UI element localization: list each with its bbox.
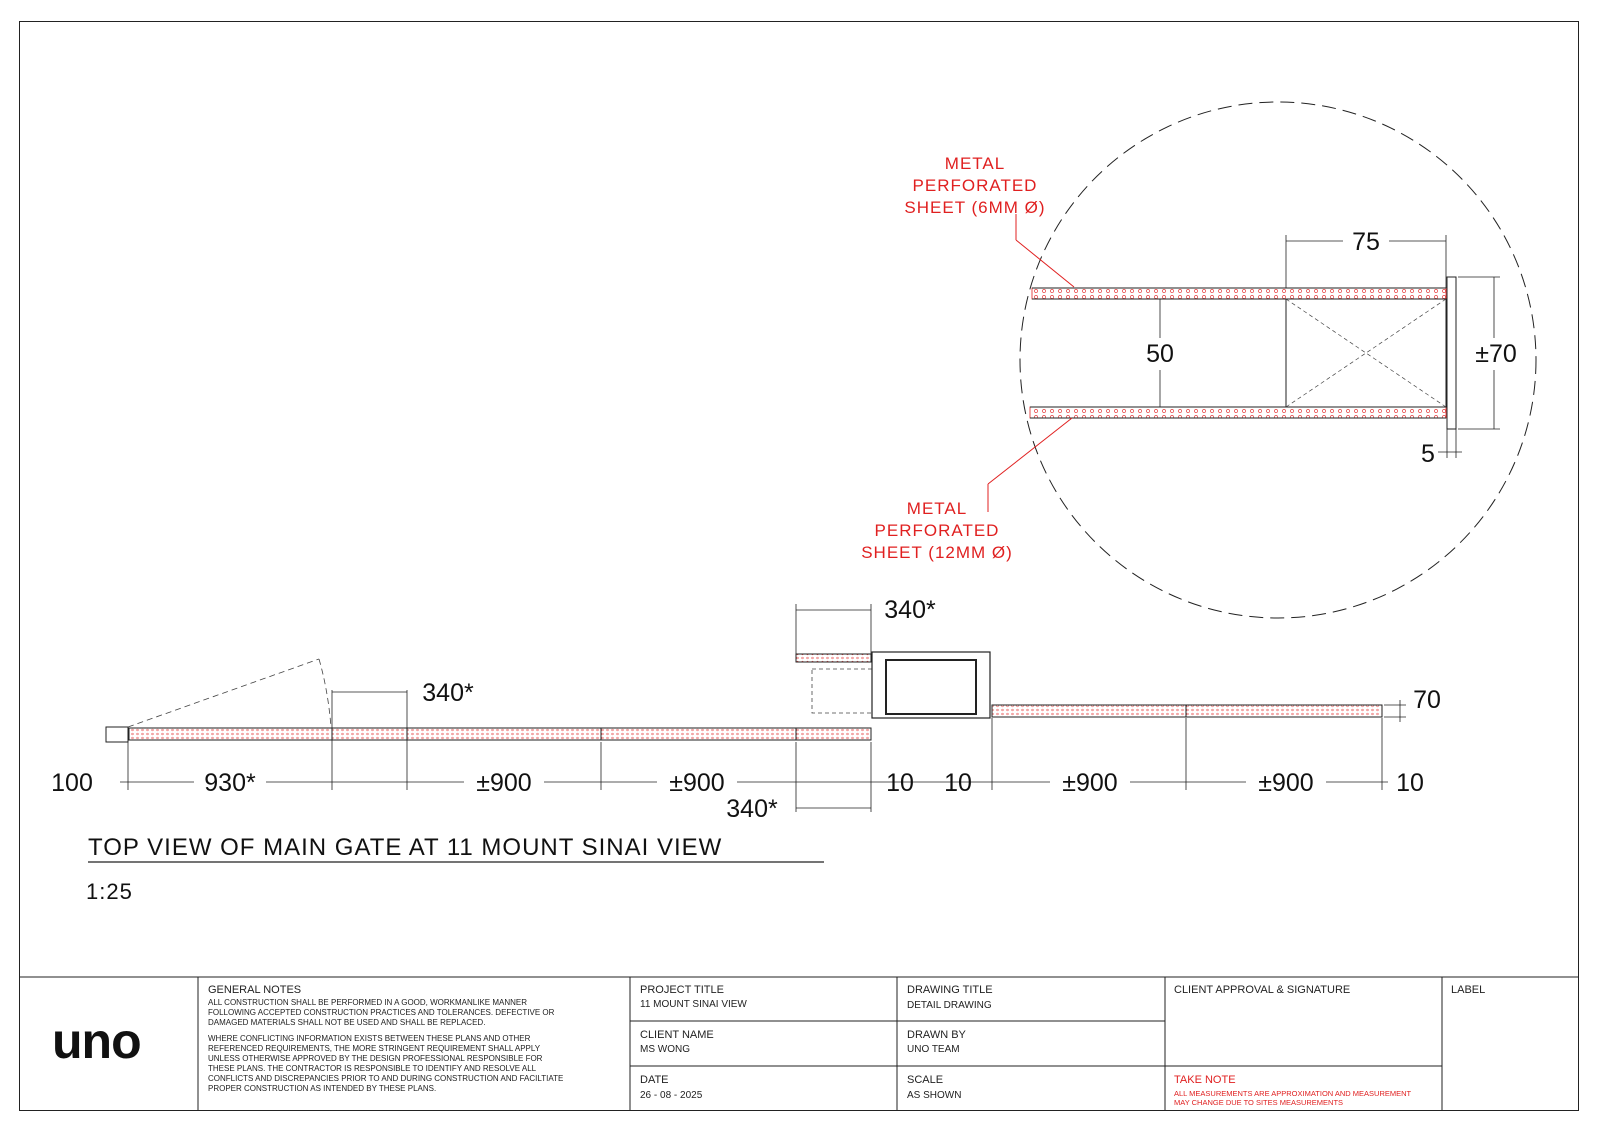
drawing-title: TOP VIEW OF MAIN GATE AT 11 MOUNT SINAI … — [88, 834, 722, 861]
callout-top-line2: PERFORATED — [913, 176, 1038, 195]
drawn-by-label: DRAWN BY — [907, 1029, 967, 1041]
left-post — [105, 726, 129, 743]
dim-leaf: 930* — [204, 769, 256, 797]
dim-panel-4: ±900 — [1258, 769, 1313, 797]
dim-detail-plate: 5 — [1421, 440, 1435, 468]
general-notes-line: ALL CONSTRUCTION SHALL BE PERFORMED IN A… — [208, 998, 527, 1007]
take-note-label: TAKE NOTE — [1174, 1074, 1236, 1086]
general-notes-line: THESE PLANS. THE CONTRACTOR IS RESPONSIB… — [208, 1064, 537, 1073]
drawing-title-value: DETAIL DRAWING — [907, 1000, 992, 1011]
date-value: 26 - 08 - 2025 — [640, 1090, 703, 1101]
top-perforated-sheet — [1031, 287, 1447, 300]
callout-bottom-line3: SHEET (12MM Ø) — [861, 543, 1013, 562]
company-logo: uno — [52, 1013, 141, 1069]
hollow-section — [1285, 298, 1447, 408]
drawing-title-label: DRAWING TITLE — [907, 984, 993, 996]
bottom-perforated-sheet — [1029, 406, 1447, 419]
callout-bottom-line1: METAL — [907, 499, 967, 518]
dim-gap-right-2: 10 — [1396, 769, 1424, 797]
dim-top-offset: 340* — [884, 596, 936, 624]
detail-view: 75 50 ±70 5 METAL PERFORATED SHEET (6MM … — [861, 101, 1537, 619]
callout-bottom-line2: PERFORATED — [875, 521, 1000, 540]
dim-panel-1: ±900 — [476, 769, 531, 797]
project-title-value: 11 MOUNT SINAI VIEW — [640, 999, 747, 1010]
general-notes-line: PROPER CONSTRUCTION AS INTENDED BY THESE… — [208, 1084, 436, 1093]
drawn-by-value: UNO TEAM — [907, 1044, 960, 1055]
dim-gap-right-1: 10 — [944, 769, 972, 797]
dim-post-left: 100 — [51, 769, 93, 797]
general-notes-line: CONFLICTS AND DISCREPANCIES PRIOR TO AND… — [208, 1074, 563, 1083]
label-heading: LABEL — [1451, 984, 1485, 996]
dim-detail-overall: ±70 — [1475, 340, 1517, 368]
general-notes-line: DAMAGED MATERIALS SHALL NOT BE USED AND … — [208, 1018, 485, 1027]
callout-top-line3: SHEET (6MM Ø) — [904, 198, 1045, 217]
dim-bottom-offset: 340* — [726, 795, 778, 823]
take-note-line: MAY CHANGE DUE TO SITES MEASUREMENTS — [1174, 1098, 1343, 1107]
client-name-label: CLIENT NAME — [640, 1029, 714, 1041]
plan-view: 100 930* 340* ±900 ±900 10 340* 340* 10 … — [51, 596, 1441, 823]
project-title-label: PROJECT TITLE — [640, 984, 724, 996]
title-block: uno GENERAL NOTES ALL CONSTRUCTION SHALL… — [19, 976, 1579, 1111]
dim-panel-2: ±900 — [669, 769, 724, 797]
dim-detail-inner: 50 — [1146, 340, 1174, 368]
end-plate — [1446, 276, 1457, 430]
general-notes-line: REFERENCED REQUIREMENTS, THE MORE STRING… — [208, 1044, 541, 1053]
general-notes-heading: GENERAL NOTES — [208, 984, 301, 996]
date-label: DATE — [640, 1074, 669, 1086]
drawing-scale: 1:25 — [86, 879, 133, 904]
detail-boundary — [1019, 101, 1537, 619]
dim-end-gap-left: 10 — [886, 769, 914, 797]
dim-panel-3: ±900 — [1062, 769, 1117, 797]
general-notes-line: UNLESS OTHERWISE APPROVED BY THE DESIGN … — [208, 1054, 543, 1063]
callout-top-line1: METAL — [945, 154, 1005, 173]
client-approval-label: CLIENT APPROVAL & SIGNATURE — [1174, 984, 1350, 996]
left-gate-leaf — [128, 727, 872, 741]
top-slide-piece — [795, 653, 872, 663]
scale-label: SCALE — [907, 1074, 943, 1086]
centre-pillar — [871, 651, 991, 719]
general-notes-line: WHERE CONFLICTING INFORMATION EXISTS BET… — [208, 1034, 531, 1043]
drawing-frame — [19, 21, 1579, 1111]
scale-value: AS SHOWN — [907, 1090, 961, 1101]
dim-detail-width: 75 — [1352, 228, 1380, 256]
client-name-value: MS WONG — [640, 1044, 690, 1055]
take-note-line: ALL MEASUREMENTS ARE APPROXIMATION AND M… — [1174, 1089, 1412, 1098]
dim-thickness: 70 — [1413, 686, 1441, 714]
right-gate-leaf — [991, 704, 1383, 718]
dim-swing: 340* — [422, 679, 474, 707]
general-notes-line: FOLLOWING ACCEPTED CONSTRUCTION PRACTICE… — [208, 1008, 555, 1017]
